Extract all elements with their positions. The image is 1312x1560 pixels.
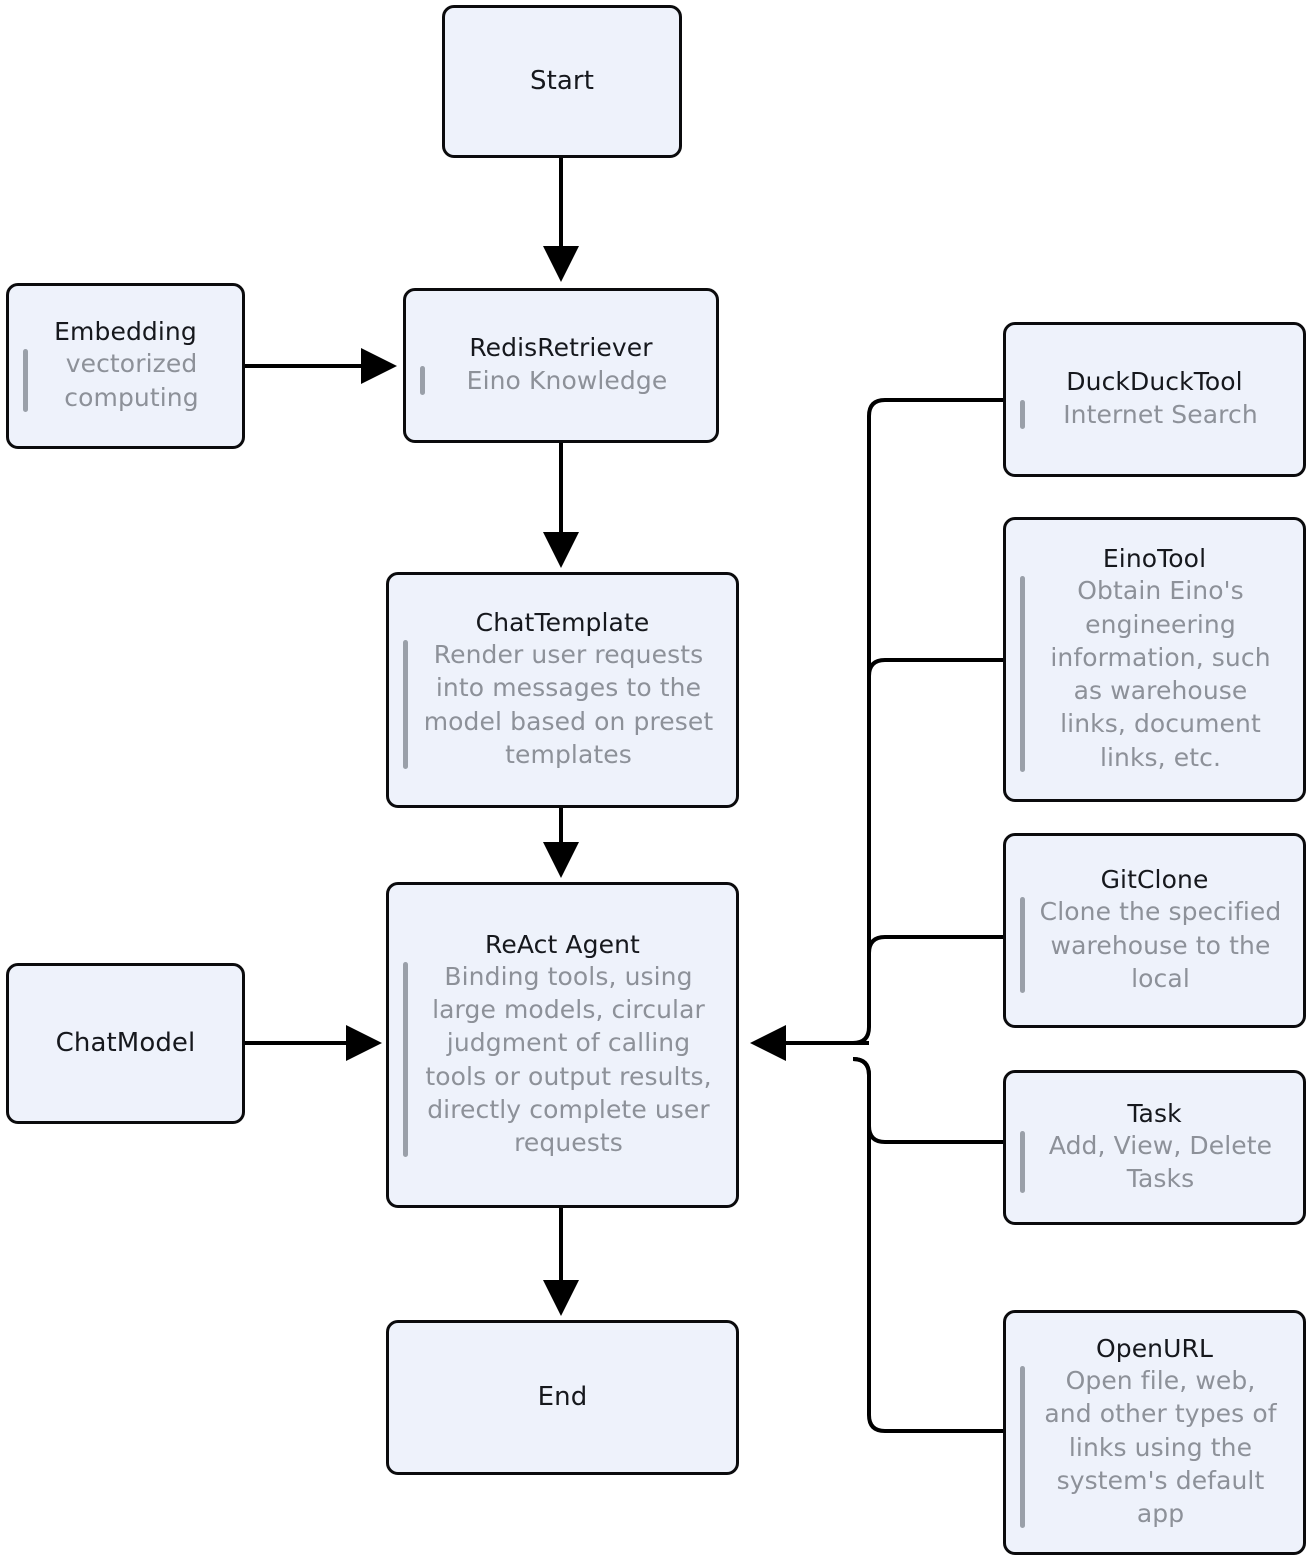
- node-einotool-title: EinoTool: [1102, 544, 1207, 574]
- edge-gitclone-to-bus: [867, 935, 1003, 954]
- node-start[interactable]: Start: [442, 5, 682, 158]
- node-redisretriever-title: RedisRetriever: [469, 333, 653, 363]
- node-end[interactable]: End: [386, 1320, 739, 1475]
- node-task-title: Task: [1127, 1098, 1182, 1128]
- accent-bar-icon: [1020, 576, 1025, 772]
- node-embedding-title: Embedding: [54, 317, 197, 347]
- node-task-desc: Add, View, Delete Tasks: [1048, 1130, 1273, 1194]
- accent-bar-icon: [23, 349, 28, 412]
- accent-bar-icon: [1020, 897, 1025, 993]
- node-chattemplate[interactable]: ChatTemplate Render user requests into m…: [386, 572, 739, 808]
- node-chattemplate-desc: Render user requests into messages to th…: [423, 640, 714, 769]
- accent-bar-icon: [1020, 1130, 1025, 1194]
- node-duckducktool-desc: Internet Search: [1063, 399, 1258, 429]
- node-reactagent-title: ReAct Agent: [485, 929, 640, 959]
- accent-bar-icon: [420, 365, 425, 395]
- node-embedding[interactable]: Embedding vectorized computing: [6, 283, 245, 449]
- node-einotool[interactable]: EinoTool Obtain Eino's engineering infor…: [1003, 517, 1306, 802]
- node-einotool-desc: Obtain Eino's engineering information, s…: [1050, 576, 1271, 772]
- node-openurl[interactable]: OpenURL Open file, web, and other types …: [1003, 1310, 1306, 1555]
- edge-task-to-bus: [852, 1057, 1003, 1144]
- node-gitclone-title: GitClone: [1100, 865, 1209, 894]
- node-chattemplate-title: ChatTemplate: [475, 607, 650, 637]
- edge-openurl-to-bus: [852, 1057, 1003, 1433]
- node-task[interactable]: Task Add, View, Delete Tasks: [1003, 1070, 1306, 1225]
- node-openurl-title: OpenURL: [1095, 1333, 1214, 1363]
- node-redisretriever-desc: Eino Knowledge: [466, 365, 668, 395]
- node-openurl-desc: Open file, web, and other types of links…: [1044, 1366, 1277, 1528]
- node-redisretriever[interactable]: RedisRetriever Eino Knowledge: [403, 288, 719, 443]
- node-duckducktool[interactable]: DuckDuckTool Internet Search: [1003, 322, 1306, 477]
- edge-einotool-to-bus: [867, 658, 1003, 677]
- node-reactagent[interactable]: ReAct Agent Binding tools, using large m…: [386, 882, 739, 1208]
- node-end-title: End: [537, 1382, 588, 1413]
- node-chatmodel[interactable]: ChatModel: [6, 963, 245, 1124]
- node-gitclone-desc: Clone the specified warehouse to the loc…: [1039, 897, 1282, 993]
- node-reactagent-desc: Binding tools, using large models, circu…: [425, 961, 712, 1158]
- node-gitclone[interactable]: GitClone Clone the specified warehouse t…: [1003, 833, 1306, 1028]
- accent-bar-icon: [403, 640, 408, 770]
- accent-bar-icon: [403, 961, 408, 1158]
- node-embedding-desc: vectorized computing: [64, 349, 199, 412]
- node-start-title: Start: [529, 66, 594, 97]
- accent-bar-icon: [1020, 1366, 1025, 1529]
- accent-bar-icon: [1020, 399, 1025, 429]
- node-chatmodel-title: ChatModel: [55, 1028, 196, 1059]
- node-duckducktool-title: DuckDuckTool: [1066, 367, 1243, 397]
- edge-duckducktool-to-bus: [852, 398, 1003, 1045]
